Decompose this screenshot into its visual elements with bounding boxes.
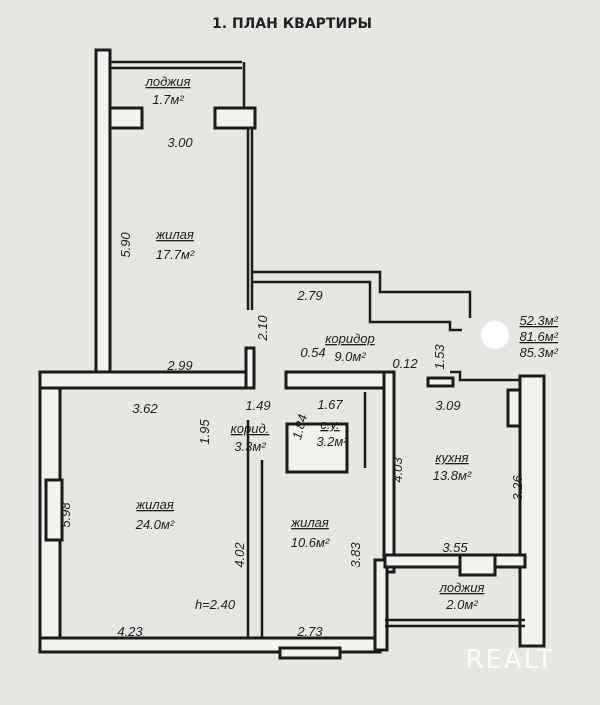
room-labels: лоджия 1.7м² жилая 17.7м² коридор 9.0м² …	[135, 74, 485, 612]
walls	[38, 48, 546, 660]
dim: 0.54	[300, 345, 325, 360]
dimension-labels: 3.00 5.90 2.79 2.10 0.54 0.12 1.53 2.99 …	[58, 135, 525, 639]
dim: 4.03	[390, 457, 405, 483]
room-area-loggia-2: 2.0м²	[445, 597, 478, 612]
dim: 4.23	[117, 624, 143, 639]
ceiling-height: h=2.40	[195, 597, 236, 612]
room-area-corridor-small: 3.3м²	[234, 439, 266, 454]
room-name-corridor-small: корид.	[231, 421, 270, 436]
room-name-corridor: коридор	[325, 331, 374, 346]
dim: 5.90	[118, 232, 133, 258]
room-area-bathroom: 3.2м²	[316, 434, 348, 449]
room-name-bathroom: с.у.	[320, 417, 339, 432]
area-totals: 52.3м² 81.6м² 85.3м²	[481, 313, 559, 360]
redaction-blob	[481, 321, 509, 349]
room-area-living-2: 24.0м²	[135, 517, 175, 532]
room-name-kitchen: кухня	[435, 450, 468, 465]
dim: 3.09	[435, 398, 460, 413]
dim: 1.49	[245, 398, 270, 413]
dim: 1.53	[432, 344, 447, 370]
dim: 3.62	[132, 401, 158, 416]
dim: 2.79	[296, 288, 322, 303]
room-area-loggia-1: 1.7м²	[152, 92, 184, 107]
room-area-kitchen: 13.8м²	[433, 468, 472, 483]
dim: 2.10	[255, 315, 270, 342]
dim: 1.84	[289, 413, 310, 441]
room-name-loggia-2: лоджия	[439, 580, 485, 595]
total-area-with-loggias: 85.3м²	[519, 345, 558, 360]
total-living-area: 52.3м²	[519, 313, 558, 328]
dim: 2.99	[166, 358, 192, 373]
dim: 4.02	[232, 542, 247, 568]
room-name-living-1: жилая	[155, 227, 194, 242]
room-name-loggia-1: лоджия	[145, 74, 191, 89]
dim: 1.67	[317, 397, 343, 412]
room-area-living-3: 10.6м²	[291, 535, 330, 550]
plan-title: 1. ПЛАН КВАРТИРЫ	[212, 16, 372, 32]
room-area-living-1: 17.7м²	[156, 247, 195, 262]
dim: 2.73	[296, 624, 323, 639]
dim: 3.00	[167, 135, 193, 150]
room-area-corridor: 9.0м²	[334, 349, 366, 364]
watermark-logo: REALT	[465, 645, 554, 675]
dim: 3.83	[348, 542, 363, 568]
total-area: 81.6м²	[519, 329, 558, 344]
dim: 3.55	[442, 540, 468, 555]
dim: 5.98	[58, 502, 73, 528]
dim: 1.95	[197, 419, 212, 445]
dim: 0.12	[392, 356, 418, 371]
room-name-living-2: жилая	[135, 497, 174, 512]
room-name-living-3: жилая	[290, 515, 329, 530]
dim: 3.26	[510, 475, 525, 501]
